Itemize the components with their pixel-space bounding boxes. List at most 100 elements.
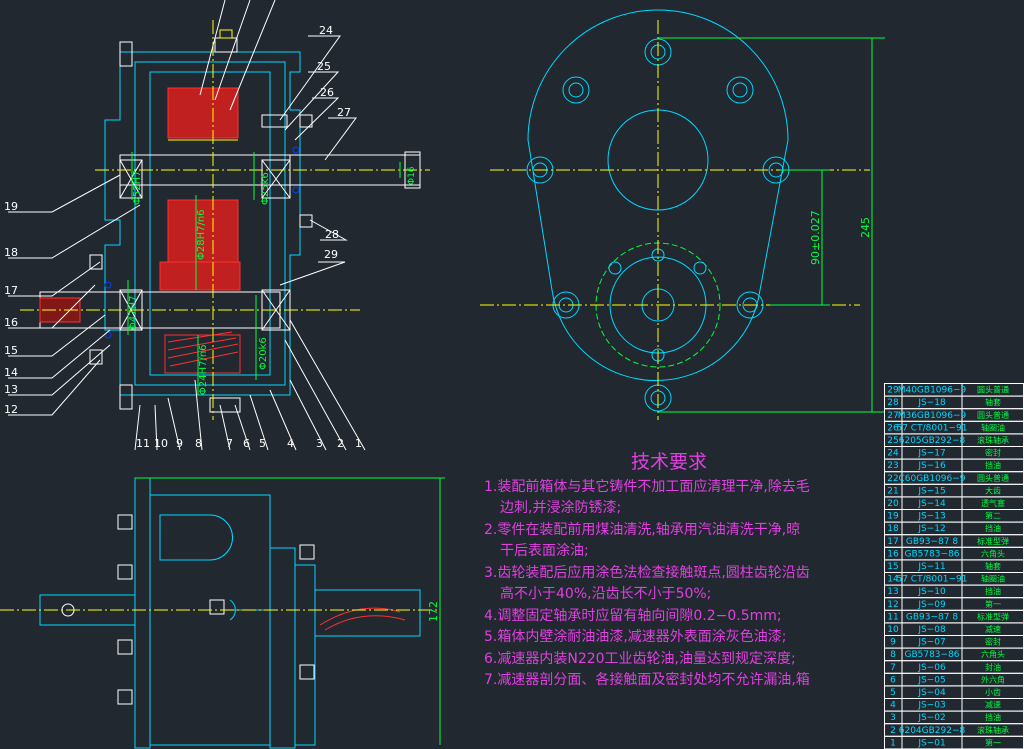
bom-no: 21 — [887, 486, 898, 496]
bom-name: 封油 — [985, 662, 1001, 672]
bom-no: 6 — [890, 675, 896, 685]
balloon-19: 19 — [4, 200, 18, 213]
bom-code: JS−09 — [917, 600, 946, 610]
bom-name: 六角头 — [981, 548, 1005, 558]
bom-no: 26 — [887, 423, 899, 433]
bom-code: 6204GB292−8 — [899, 726, 966, 736]
balloon-2: 2 — [337, 437, 344, 450]
bom-code: GB93−87 8 — [906, 537, 958, 547]
dim-phi20k6: Φ20k6 — [258, 337, 269, 370]
balloon-labels: 1 2 3 4 5 6 7 8 9 10 11 12 13 14 15 16 1… — [4, 24, 362, 450]
bom-no: 10 — [887, 625, 899, 635]
bom-name: 小齿 — [985, 688, 1001, 697]
bom-no: 24 — [887, 449, 899, 459]
dim-phi24h7n6: Φ24H7/n6 — [198, 344, 209, 395]
bom-code: JS−07 — [917, 638, 945, 648]
bom-code: JS−06 — [917, 663, 946, 673]
bom-row-frame — [884, 446, 1024, 460]
technical-requirements: 技术要求 1.装配前箱体与其它铸件不加工面应清理干净,除去毛边刺,并浸涂防锈漆;… — [484, 451, 844, 692]
bom-name: 滚珠轴承 — [977, 435, 1009, 445]
bom-row-frame — [884, 521, 1024, 536]
balloon-18: 18 — [4, 246, 18, 259]
bom-row-frame — [884, 698, 1024, 712]
face-view — [480, 9, 885, 420]
section-dimensions: Φ52H7 Φ25k6 Φ28H7/n6 Φ47H7 Φ20k6 Φ24H7/n… — [128, 166, 417, 395]
bom-no: 23 — [887, 461, 898, 471]
bom-row-frame — [884, 660, 1024, 674]
balloon-13: 13 — [4, 383, 18, 396]
bom-name: 圆头普通 — [977, 385, 1009, 395]
bom-name: 第二 — [985, 511, 1001, 521]
bom-code: JS−17 — [917, 449, 945, 459]
balloon-28: 28 — [325, 228, 339, 241]
bom-no: 3 — [890, 713, 896, 723]
balloon-10: 10 — [154, 437, 168, 450]
leader-lines — [8, 0, 366, 451]
dim-height-245: 245 — [859, 217, 872, 238]
tech-item: 7.减速器剖分面、各接触面及密封处均不允许漏油,箱 — [484, 672, 810, 688]
bom-name: 轴套 — [985, 397, 1001, 407]
section-view — [20, 20, 430, 420]
bom-code: M40GB1096−9 — [898, 386, 967, 396]
bom-row-frame — [884, 710, 1024, 725]
bom-name: 密封 — [985, 448, 1001, 458]
bom-code: M36GB1096−9 — [898, 411, 967, 421]
bom-row-frame — [884, 509, 1024, 523]
dim-phi25k6: Φ25k6 — [260, 172, 271, 205]
tech-item-continuation: 边刺,并浸涂防锈漆; — [500, 500, 622, 516]
bom-code: C60GB1096−9 — [898, 474, 965, 484]
bom-no: 12 — [887, 600, 898, 610]
balloon-8: 8 — [195, 437, 202, 450]
dim-phi28h7n6: Φ28H7/n6 — [196, 209, 207, 260]
tech-item-continuation: 干后表面涂油; — [500, 543, 589, 559]
bom-name: 大齿 — [985, 485, 1001, 495]
balloon-29: 29 — [324, 248, 338, 261]
bom-name: 标准型弹 — [977, 536, 1009, 546]
bom-row[interactable]: 24 JS−17 密封 — [884, 446, 1024, 460]
bom-no: 20 — [887, 499, 899, 509]
bom-row-frame — [884, 597, 1024, 611]
bom-name: 密封 — [985, 637, 1001, 647]
tech-item-continuation: 高不小于40%,沿齿长不小于50%; — [500, 586, 712, 602]
balloon-4: 4 — [287, 437, 294, 450]
bom-name: 圆头普通 — [977, 410, 1009, 420]
bom-code: 57 CT/8001−91 — [896, 575, 967, 585]
bom-row[interactable]: 17 GB93−87 8 标准型弹 — [884, 534, 1024, 548]
tech-items: 1.装配前箱体与其它铸件不加工面应清理干净,除去毛边刺,并浸涂防锈漆;2.零件在… — [484, 477, 844, 692]
bom-no: 28 — [887, 398, 899, 408]
bom-code: 6205GB292−8 — [899, 436, 966, 446]
bom-code: JS−02 — [917, 713, 945, 723]
bom-no: 17 — [887, 537, 898, 547]
dim-phi52h7: Φ52H7 — [132, 171, 143, 205]
